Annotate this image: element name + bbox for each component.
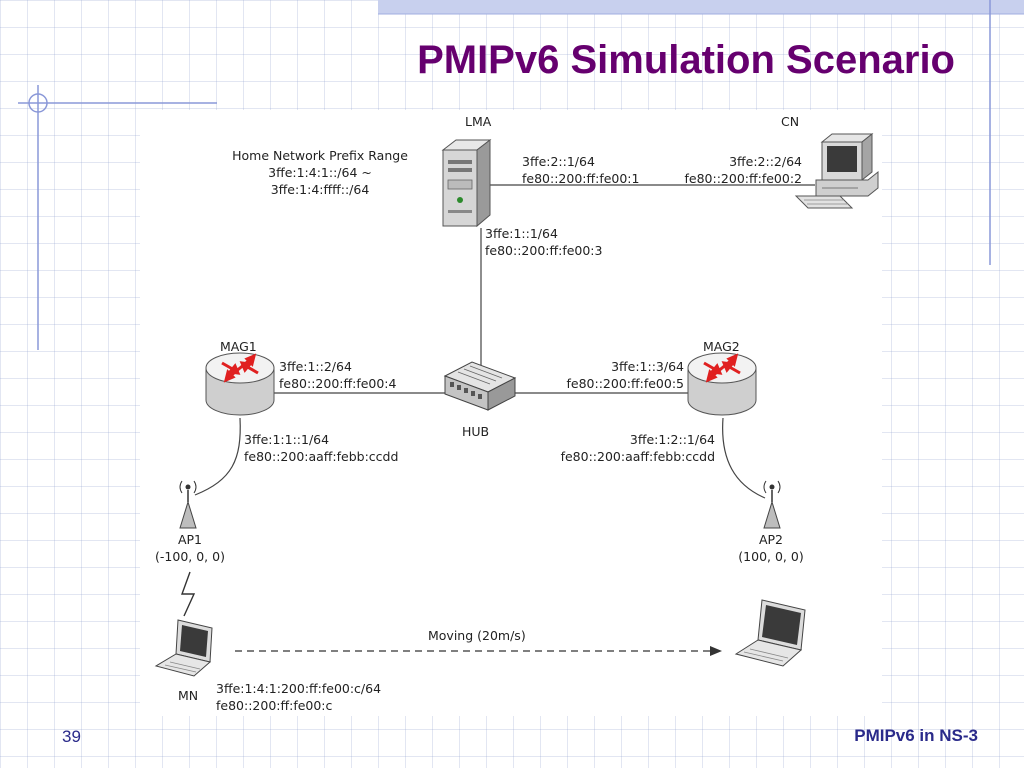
ap2-position: (100, 0, 0) [738,549,804,564]
hub-label: HUB [462,424,490,439]
cn-linklocal: fe80::200:ff:fe00:2 [684,171,802,186]
movement-arrow-head [710,646,722,656]
mag1-hub-if-address: 3ffe:1::2/64 [279,359,352,374]
ap1-label: AP1 [177,532,203,547]
router-icon [687,352,757,416]
movement-label: Moving (20m/s) [428,628,526,643]
diagram-drawing [154,132,879,677]
mn-address: 3ffe:1:4:1:200:ff:fe00:c/64 [216,681,382,696]
server-icon [441,138,492,228]
antenna-icon [763,480,781,529]
prefix-range-start: 3ffe:1:4:1::/64 ~ [268,165,372,180]
slide-title: PMIPv6 Simulation Scenario [417,38,955,82]
footer-title: PMIPv6 in NS-3 [854,726,978,745]
mag1-ap-if-linklocal: fe80::200:aaff:febb:ccdd [244,449,399,464]
router-icon [205,352,275,416]
prefix-range-end: 3ffe:1:4:ffff::/64 [270,182,370,197]
mag2-label: MAG2 [703,339,740,354]
laptop-icon [734,599,806,667]
top-band [378,0,1024,14]
mag1-hub-if-linklocal: fe80::200:ff:fe00:4 [279,376,397,391]
hub-icon [443,361,517,411]
mn-label: MN [178,688,199,703]
cn-label: CN [781,114,800,129]
mag1-label: MAG1 [220,339,257,354]
wireless-link-icon [181,571,196,617]
lma-label: LMA [465,114,492,129]
lma-cn-if-linklocal: fe80::200:ff:fe00:1 [522,171,640,186]
mag2-ap-if-address: 3ffe:1:2::1/64 [629,432,715,447]
mn-linklocal: fe80::200:ff:fe00:c [216,698,333,713]
cn-address: 3ffe:2::2/64 [729,154,802,169]
link-mag1-ap1 [194,417,241,496]
crosshair-circle [28,93,48,113]
lma-hub-if-linklocal: fe80::200:ff:fe00:3 [485,243,603,258]
ap1-position: (-100, 0, 0) [155,549,225,564]
antenna-icon [179,480,197,529]
link-mag2-ap2 [722,417,766,499]
lma-hub-if-address: 3ffe:1::1/64 [485,226,558,241]
prefix-range-title: Home Network Prefix Range [232,148,408,163]
mag2-ap-if-linklocal: fe80::200:aaff:febb:ccdd [560,449,715,464]
desktop-computer-icon [794,132,879,209]
mag2-hub-if-linklocal: fe80::200:ff:fe00:5 [566,376,684,391]
network-diagram: LMA Home Network Prefix Range 3ffe:1:4:1… [140,110,882,716]
lma-cn-if-address: 3ffe:2::1/64 [522,154,595,169]
mag2-hub-if-address: 3ffe:1::3/64 [611,359,684,374]
ap2-label: AP2 [758,532,784,547]
page-number: 39 [62,727,81,746]
laptop-icon [154,619,213,677]
mag1-ap-if-address: 3ffe:1:1::1/64 [244,432,330,447]
